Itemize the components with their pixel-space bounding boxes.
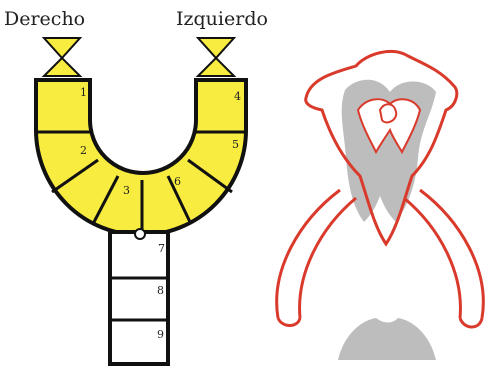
segment-6-label: 6 (174, 175, 181, 188)
gray-core (342, 80, 436, 222)
segment-3-label: 3 (123, 184, 130, 197)
right-tube-end (460, 318, 482, 327)
left-tube (277, 190, 356, 318)
segment-5-label: 5 (232, 138, 239, 151)
segmented-u-schematic: 1 2 3 4 5 6 7 8 9 (36, 38, 246, 364)
segment-2-label: 2 (80, 144, 87, 157)
left-tube-end (278, 318, 300, 326)
anatomical-outline (277, 51, 484, 360)
right-tube (404, 190, 483, 318)
segment-7-label: 7 (158, 242, 165, 255)
label-derecho: Derecho (4, 8, 85, 30)
label-izquierdo: Izquierdo (176, 8, 268, 30)
funnel-left-top (198, 38, 234, 76)
red-droplet (380, 104, 396, 122)
segment-8-label: 8 (157, 284, 164, 297)
segment-9-label: 9 (157, 328, 164, 341)
junction-dot (135, 229, 145, 239)
funnel-right-top (44, 38, 80, 76)
segment-1-label: 1 (80, 86, 87, 99)
gray-base (338, 318, 436, 360)
segment-4-label: 4 (234, 90, 241, 103)
